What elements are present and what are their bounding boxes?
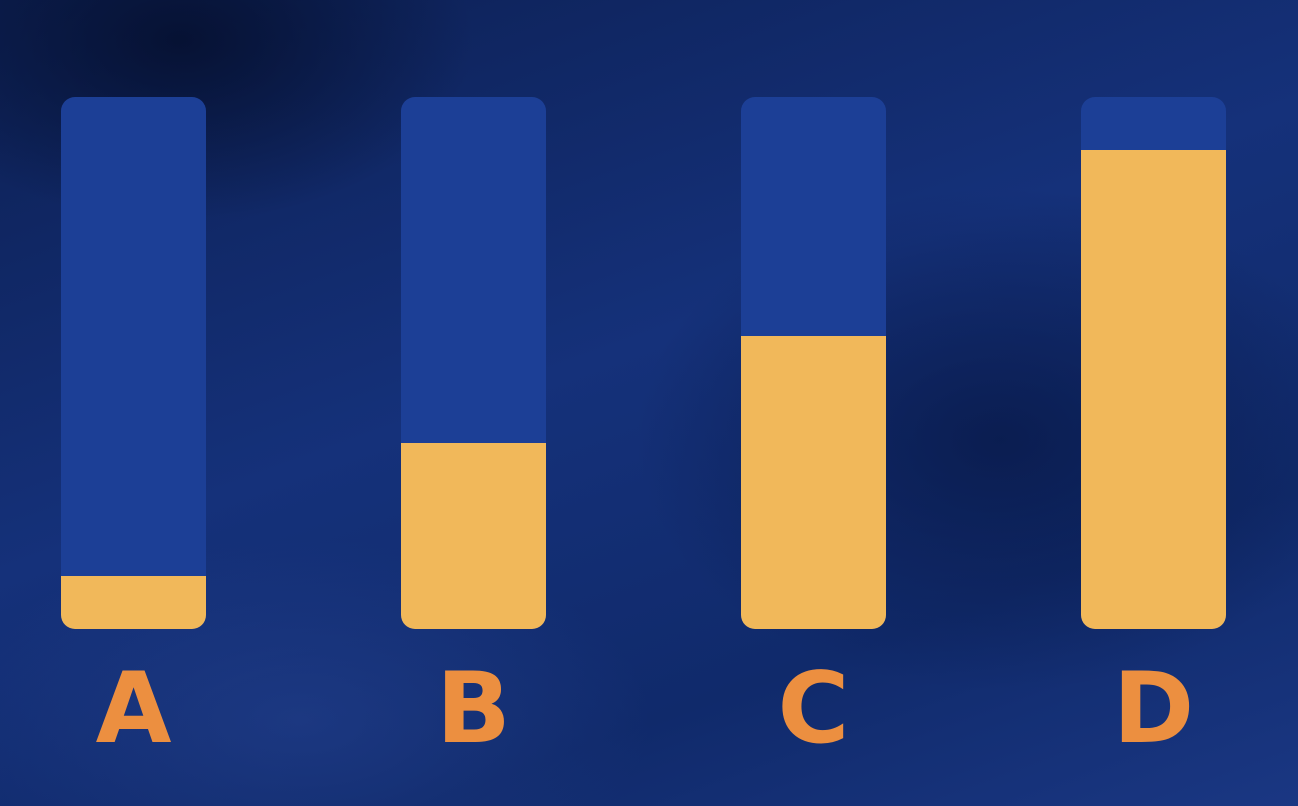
bar-track-b	[401, 97, 546, 629]
category-label-b: B	[436, 652, 511, 766]
category-label-d: D	[1112, 652, 1195, 766]
bar-fill-c	[741, 336, 886, 629]
bar-track-c	[741, 97, 886, 629]
category-label-a: A	[95, 652, 172, 766]
bar-fill-d	[1081, 150, 1226, 629]
bar-fill-b	[401, 443, 546, 629]
bar-fill-a	[61, 576, 206, 629]
bar-track-a	[61, 97, 206, 629]
bar-track-d	[1081, 97, 1226, 629]
category-label-c: C	[777, 652, 850, 766]
